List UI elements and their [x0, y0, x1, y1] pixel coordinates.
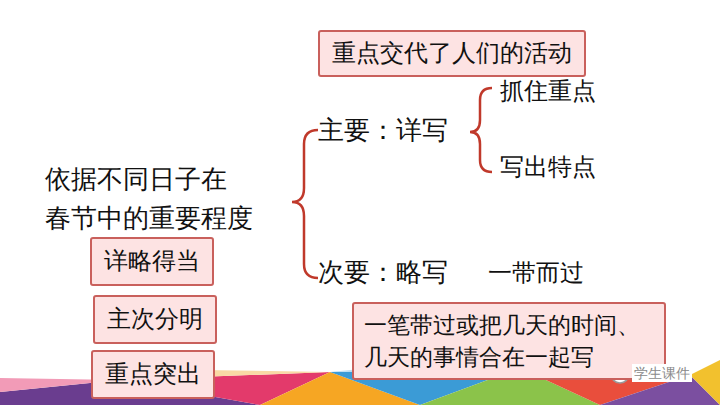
box-text: 重点突出 — [105, 359, 201, 390]
box-text: 主次分明 — [107, 304, 203, 335]
leaf-text: 一带而过 — [488, 258, 584, 289]
box-text: 一笔带过或把几天的时间、几天的事情合在一起写 — [364, 309, 654, 373]
root-text: 依据不同日子在 春节中的重要程度 — [45, 160, 257, 238]
big-brace — [292, 130, 318, 278]
branch-text: 次要：略写 — [318, 256, 448, 290]
box-text: 详略得当 — [104, 246, 200, 277]
small-brace — [470, 88, 492, 172]
watermark: 学生课件 — [632, 364, 692, 382]
leaf-text: 抓住重点 — [500, 76, 596, 107]
point-box: 重点突出 — [91, 350, 215, 399]
leaf-text: 写出特点 — [500, 152, 596, 183]
branch-text: 主要：详写 — [318, 114, 448, 148]
point-box: 详略得当 — [90, 237, 214, 286]
note-box: 一笔带过或把几天的时间、几天的事情合在一起写 — [352, 302, 666, 380]
box-text: 重点交代了人们的活动 — [332, 38, 572, 69]
point-box: 主次分明 — [93, 295, 217, 344]
summary-box: 重点交代了人们的活动 — [318, 30, 586, 77]
